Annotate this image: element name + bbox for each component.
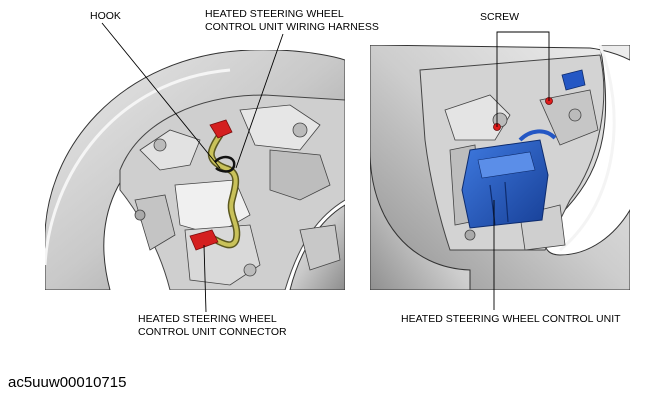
screw-leader (496, 31, 550, 127)
right-wheel-rim-lower (370, 149, 471, 290)
connector-leader (203, 244, 207, 313)
connector-label-line2: CONTROL UNIT CONNECTOR (138, 326, 287, 338)
harness-leader (235, 33, 284, 169)
harness-label: HEATED STEERING WHEEL CONTROL UNIT WIRIN… (205, 8, 379, 34)
left-steering-wheel-view (45, 22, 345, 313)
hook-leader (101, 22, 221, 169)
screw-label: SCREW (480, 11, 520, 23)
figure-id: ac5uuw00010715 (8, 374, 127, 391)
connector-label-line1: HEATED STEERING WHEEL (138, 313, 277, 325)
harness-label-line1: HEATED STEERING WHEEL (205, 8, 344, 20)
top-red-connector (209, 119, 233, 139)
control-unit-label: HEATED STEERING WHEEL CONTROL UNIT (401, 313, 621, 325)
control-unit-connector (189, 229, 219, 251)
hook-label: HOOK (90, 10, 121, 22)
right-steering-wheel-view (370, 31, 630, 310)
harness-label-line2: CONTROL UNIT WIRING HARNESS (205, 21, 379, 33)
connector-label: HEATED STEERING WHEEL CONTROL UNIT CONNE… (138, 313, 287, 339)
hook-clip (214, 155, 236, 173)
